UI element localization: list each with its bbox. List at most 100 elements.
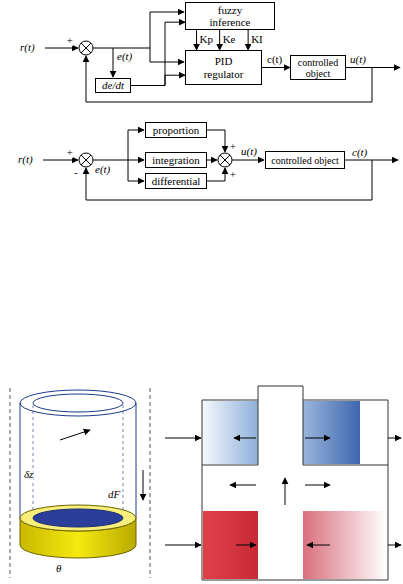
- signal-label: δz: [24, 468, 33, 480]
- signal-label: e(t): [117, 50, 132, 62]
- process-box: differential: [145, 173, 207, 189]
- force-arrow: [143, 470, 144, 500]
- signal-connector: [262, 67, 290, 68]
- direction-arrow: [60, 430, 90, 440]
- box-label: fuzzy inference: [204, 4, 256, 28]
- dimension-line: [150, 388, 151, 578]
- process-box: controlled object: [265, 151, 345, 169]
- cylinder-side: [136, 403, 137, 518]
- box-label: controlled object: [271, 155, 338, 166]
- edge-label: Kp: [200, 33, 213, 45]
- cylinder-side: [20, 403, 21, 518]
- process-box: fuzzy inference: [185, 2, 275, 30]
- box-label: integration: [152, 154, 200, 166]
- input-wire: [43, 160, 78, 161]
- signal-label: r(t): [18, 153, 33, 165]
- error-wire: [128, 160, 144, 161]
- error-wire: [150, 62, 184, 63]
- signal-label: dF: [108, 488, 120, 500]
- error-wire: [93, 160, 128, 161]
- process-box: proportion: [145, 122, 207, 138]
- signal-label: e(t): [95, 163, 110, 175]
- signal-connector: [248, 30, 249, 50]
- flow-chamber-diagram: [165, 386, 401, 580]
- dimension-line: [10, 388, 11, 578]
- sum-cross: [81, 155, 91, 165]
- ring-bore: [33, 509, 123, 527]
- term-wire: [207, 168, 225, 181]
- flow-arrow: [285, 478, 286, 505]
- signal-label: u(t): [241, 145, 257, 157]
- flow-arrow: [305, 485, 330, 486]
- input-wire: [45, 48, 78, 49]
- signal-label: +: [229, 140, 236, 152]
- process-box: PID regulator: [185, 50, 262, 85]
- signal-label: θ: [56, 562, 61, 574]
- sum-junction: [79, 153, 93, 167]
- box-label: differential: [152, 175, 201, 187]
- sum-junction: [218, 153, 232, 167]
- sum-cross: [81, 155, 91, 165]
- pid-wires: [43, 130, 398, 200]
- error-wire: [128, 181, 144, 182]
- flow-arrow: [234, 438, 256, 439]
- sum-junction: [79, 41, 93, 55]
- flow-arrow: [388, 438, 401, 439]
- chamber-wall: [303, 400, 304, 465]
- error-wire: [150, 12, 151, 62]
- flow-arrow: [230, 485, 256, 486]
- inner-wall: [123, 405, 124, 518]
- flow-arrow: [236, 545, 256, 546]
- box-label: controlled object: [294, 57, 342, 79]
- signal-label: c(t): [352, 146, 367, 158]
- control-wire: [232, 160, 264, 161]
- error-wire: [93, 48, 150, 49]
- signal-connector: [219, 30, 220, 50]
- cylinder-bore: [33, 394, 123, 412]
- sum-cross: [81, 43, 91, 53]
- error-wire: [128, 130, 129, 181]
- error-wire: [128, 130, 144, 131]
- signal-label: +: [229, 168, 236, 180]
- process-box: de/dt: [95, 78, 131, 93]
- inner-wall: [33, 405, 34, 518]
- flow-arrow: [307, 545, 330, 546]
- feedback-wire: [86, 56, 372, 102]
- output-wire: [346, 67, 400, 68]
- chamber-wall: [303, 465, 388, 466]
- signal-connector: [196, 30, 197, 50]
- box-label: proportion: [153, 124, 199, 136]
- sum-cross: [220, 155, 230, 165]
- signal-label: +: [66, 146, 73, 158]
- edge-label: KI: [251, 33, 263, 45]
- cylinder-illustration: [10, 388, 150, 578]
- error-wire: [150, 12, 184, 13]
- sum-cross: [220, 155, 230, 165]
- signal-label: -: [74, 166, 78, 178]
- process-box: integration: [145, 152, 207, 168]
- chamber-wall: [202, 465, 258, 466]
- hot-zone: [203, 511, 258, 579]
- signal-label: +: [66, 34, 73, 46]
- flow-arrow: [165, 438, 201, 439]
- flow-arrow: [388, 545, 401, 546]
- derivative-wire: [113, 48, 114, 77]
- signal-label: r(t): [20, 41, 35, 53]
- signal-connector: [131, 22, 185, 85]
- edge-label: c(t): [267, 53, 282, 65]
- sum-cross: [81, 43, 91, 53]
- flow-arrow: [165, 545, 201, 546]
- hot-zone: [303, 511, 387, 579]
- chamber-wall: [258, 400, 259, 465]
- signal-label: u(t): [350, 53, 366, 65]
- edge-label: Ke: [223, 33, 236, 45]
- box-label: PID regulator: [202, 55, 245, 79]
- flow-arrow: [305, 438, 330, 439]
- cool-zone: [303, 401, 360, 464]
- term-wire: [207, 130, 225, 152]
- ring-top: [20, 505, 136, 531]
- cool-zone: [203, 401, 258, 464]
- signal-connector: [131, 75, 185, 85]
